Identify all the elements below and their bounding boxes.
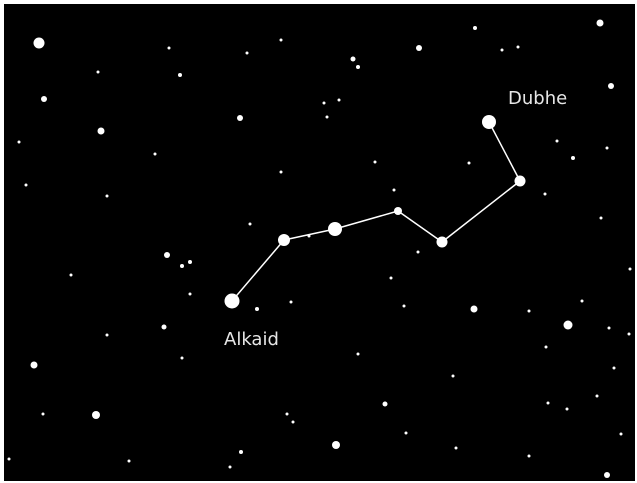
background-star	[383, 402, 388, 407]
background-star	[393, 189, 396, 192]
sky-panel: Dubhe Alkaid	[4, 4, 635, 481]
star-label-dubhe: Dubhe	[508, 88, 567, 109]
background-star	[229, 466, 232, 469]
constellation-line	[442, 181, 520, 242]
background-star	[517, 46, 520, 49]
star-megrez	[394, 207, 402, 215]
constellation-line	[232, 240, 284, 301]
background-star	[501, 49, 504, 52]
background-star	[604, 472, 610, 478]
background-star	[564, 321, 573, 330]
constellation-line	[335, 211, 398, 229]
background-star	[249, 223, 252, 226]
background-star	[106, 195, 109, 198]
background-star	[98, 128, 105, 135]
background-star	[34, 38, 45, 49]
background-star	[42, 413, 45, 416]
background-star	[41, 96, 47, 102]
star-phecda	[437, 237, 448, 248]
background-star	[188, 260, 192, 264]
star-mizar	[278, 234, 290, 246]
background-star	[164, 252, 170, 258]
background-star	[528, 310, 531, 313]
background-star	[374, 161, 377, 164]
background-star	[189, 293, 192, 296]
background-star	[544, 193, 547, 196]
background-star	[606, 147, 609, 150]
background-star	[181, 357, 184, 360]
background-star	[455, 447, 458, 450]
background-star	[338, 99, 341, 102]
background-star	[596, 395, 599, 398]
background-star	[471, 306, 478, 313]
background-star	[473, 26, 477, 30]
background-star	[571, 156, 575, 160]
star-label-alkaid: Alkaid	[224, 329, 279, 350]
background-star	[18, 141, 21, 144]
background-star	[357, 353, 360, 356]
background-star	[326, 116, 329, 119]
background-star	[613, 367, 616, 370]
background-star	[528, 455, 531, 458]
constellation-lines	[232, 122, 520, 301]
background-star	[566, 408, 569, 411]
background-star	[417, 251, 420, 254]
background-star	[25, 184, 28, 187]
star-alkaid	[225, 294, 240, 309]
background-star	[628, 333, 631, 336]
background-star	[128, 460, 131, 463]
background-star	[280, 39, 283, 42]
background-star	[92, 411, 100, 419]
background-star	[629, 268, 632, 271]
background-star	[581, 300, 584, 303]
background-star	[545, 346, 548, 349]
background-star	[70, 274, 73, 277]
background-star	[246, 52, 249, 55]
background-star	[31, 362, 38, 369]
background-star	[405, 432, 408, 435]
background-star	[154, 153, 157, 156]
background-star	[323, 102, 326, 105]
background-star	[556, 140, 559, 143]
background-star	[178, 73, 182, 77]
background-star	[180, 264, 184, 268]
background-star	[237, 115, 243, 121]
background-star	[452, 375, 455, 378]
background-star	[620, 433, 623, 436]
background-star	[168, 47, 171, 50]
background-star	[239, 450, 243, 454]
background-star	[356, 65, 360, 69]
background-star	[608, 327, 611, 330]
background-star	[608, 83, 614, 89]
background-star	[351, 57, 356, 62]
background-star	[403, 305, 406, 308]
background-star	[290, 301, 293, 304]
background-star	[292, 421, 295, 424]
background-star	[600, 217, 603, 220]
star-dubhe	[482, 115, 496, 129]
background-star	[332, 441, 340, 449]
star-merak	[515, 176, 526, 187]
constellation-line	[489, 122, 520, 181]
background-star	[280, 171, 283, 174]
background-star	[597, 20, 604, 27]
constellation-line	[398, 211, 442, 242]
background-star	[286, 413, 289, 416]
background-star	[468, 162, 471, 165]
background-star	[162, 325, 167, 330]
background-star	[390, 277, 393, 280]
background-star	[547, 402, 550, 405]
background-star	[8, 458, 11, 461]
background-star	[416, 45, 422, 51]
constellation-line	[284, 229, 335, 240]
star-map: Dubhe Alkaid	[4, 4, 635, 481]
star-alioth	[328, 222, 342, 236]
background-star	[255, 307, 259, 311]
background-star	[97, 71, 100, 74]
background-star	[106, 334, 109, 337]
